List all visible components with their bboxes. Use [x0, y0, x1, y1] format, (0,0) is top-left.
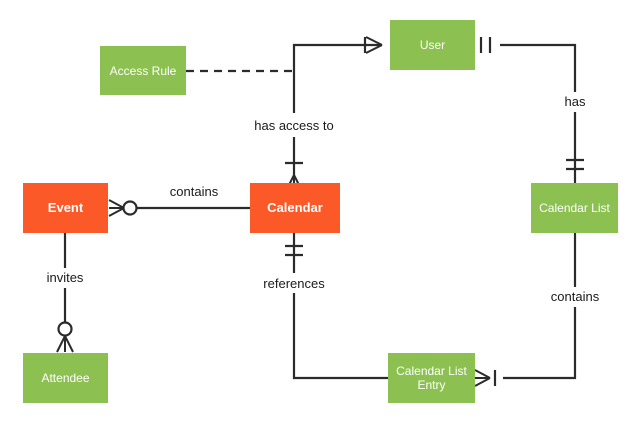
cardinality-user-many	[363, 36, 383, 54]
entity-calendar-list[interactable]: Calendar List	[531, 183, 618, 233]
entity-label-access-rule: Access Rule	[109, 63, 177, 78]
entity-event[interactable]: Event	[23, 183, 108, 233]
entity-label-attendee: Attendee	[41, 371, 90, 385]
connector-access-rule-dashed	[186, 64, 295, 78]
cardinality-event-zero-or-many	[108, 199, 138, 217]
relationship-label-has: has	[561, 94, 589, 109]
entity-access-rule[interactable]: Access Rule	[100, 46, 186, 95]
cardinality-calendarlist-exactly-one	[566, 158, 584, 171]
relationship-label-contains-event: contains	[166, 184, 222, 199]
cardinality-entry-many-one	[474, 369, 497, 387]
cardinality-attendee-zero-or-many	[56, 321, 74, 353]
relationship-label-contains-entry: contains	[547, 289, 603, 304]
relationship-label-invites: invites	[43, 270, 87, 285]
entity-label-event: Event	[47, 200, 84, 215]
entity-label-calendar: Calendar	[267, 200, 323, 215]
connector-contains-calendarlist-entry-lower	[503, 307, 577, 380]
entity-user[interactable]: User	[390, 20, 475, 70]
entity-calendar-list-entry[interactable]: Calendar List Entry	[388, 353, 475, 403]
relationship-label-has-access-to: has access to	[251, 118, 337, 133]
connector-has-user-calendarlist	[500, 43, 577, 92]
entity-label-calendar-list: Calendar List	[539, 201, 610, 215]
entity-calendar[interactable]: Calendar	[250, 183, 340, 233]
cardinality-user-exactly-one	[479, 37, 492, 53]
entity-label-user: User	[419, 38, 446, 52]
relationship-label-references: references	[260, 276, 328, 291]
connector-references-lower	[292, 293, 388, 380]
cardinality-calendar-exactly-one	[285, 244, 303, 257]
connector-has-access-to	[292, 43, 382, 113]
entity-label-calendar-list-entry: Calendar List Entry	[396, 364, 467, 392]
entity-attendee[interactable]: Attendee	[23, 353, 108, 403]
